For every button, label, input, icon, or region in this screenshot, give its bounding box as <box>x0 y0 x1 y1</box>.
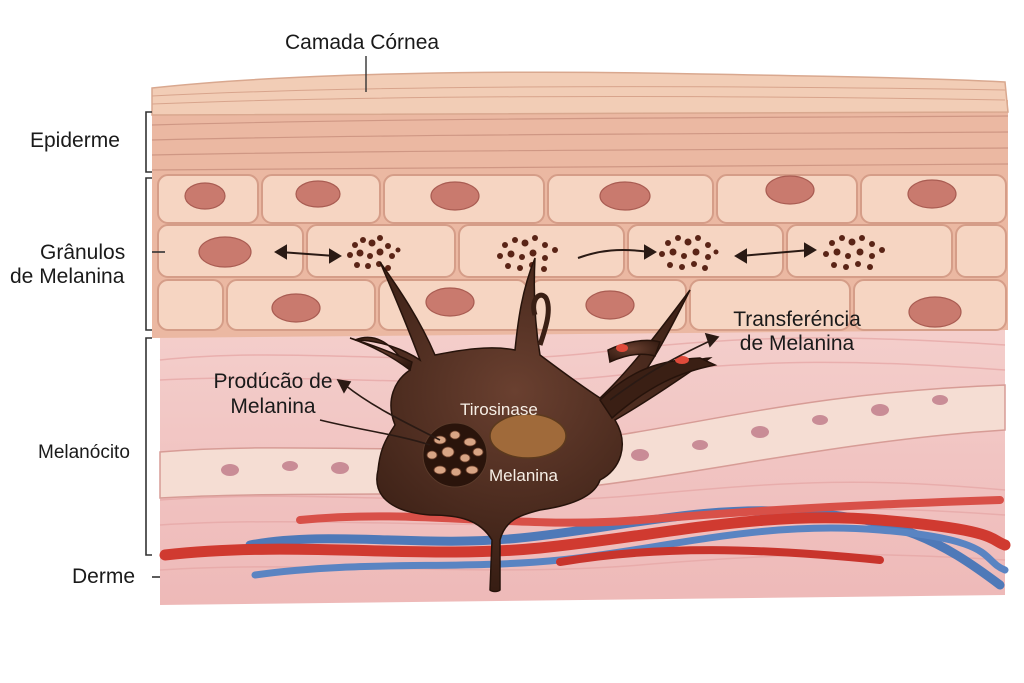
melanin-granule-clusters <box>347 235 885 272</box>
label-transferencia-line1: Transferéncia <box>733 308 861 331</box>
label-producao-line2: Melanina <box>230 395 316 418</box>
label-melanina-inner: Melanina <box>489 466 558 485</box>
granule-cluster-4 <box>823 235 885 270</box>
leader-arrows <box>319 332 720 446</box>
label-tirosinase: Tirosinase <box>460 400 538 419</box>
label-melanocito: Melanócito <box>38 442 130 463</box>
label-granulos-line1: Grânulos <box>40 241 126 264</box>
vein-2 <box>251 524 1009 579</box>
left-brackets <box>145 111 165 578</box>
producao-arrow <box>344 384 441 441</box>
basal-cells <box>221 395 948 476</box>
dendrite-loop <box>531 292 551 346</box>
granule-cluster-1 <box>347 235 401 271</box>
transfer-arrows <box>274 242 817 264</box>
artery <box>159 512 1011 561</box>
melanosome-cluster <box>422 422 488 488</box>
corneum-lines <box>151 86 1006 105</box>
label-granulos-line2: de Melanina <box>10 265 125 288</box>
blood-vessels <box>159 496 1011 590</box>
producao-arrow-2 <box>319 419 431 446</box>
transferencia-arrow <box>609 339 713 401</box>
dendrite-left <box>349 337 413 372</box>
label-transferencia-line2: de Melanina <box>739 332 855 355</box>
dendrite-right <box>599 357 718 420</box>
label-derme: Derme <box>72 565 136 588</box>
cell-nuclei <box>184 175 962 328</box>
label-epiderme: Epiderme <box>30 129 120 152</box>
artery-2 <box>296 496 1004 527</box>
keratinocyte-row-1 <box>157 174 1007 224</box>
granule-cluster-3 <box>659 235 719 271</box>
label-camada-cornea: Camada Córnea <box>285 31 440 54</box>
label-producao-line1: Prodúcão de <box>213 370 333 393</box>
stratum-corneum <box>151 71 1009 116</box>
artery-3 <box>556 546 884 566</box>
nucleus-tyrosinase <box>489 413 567 459</box>
